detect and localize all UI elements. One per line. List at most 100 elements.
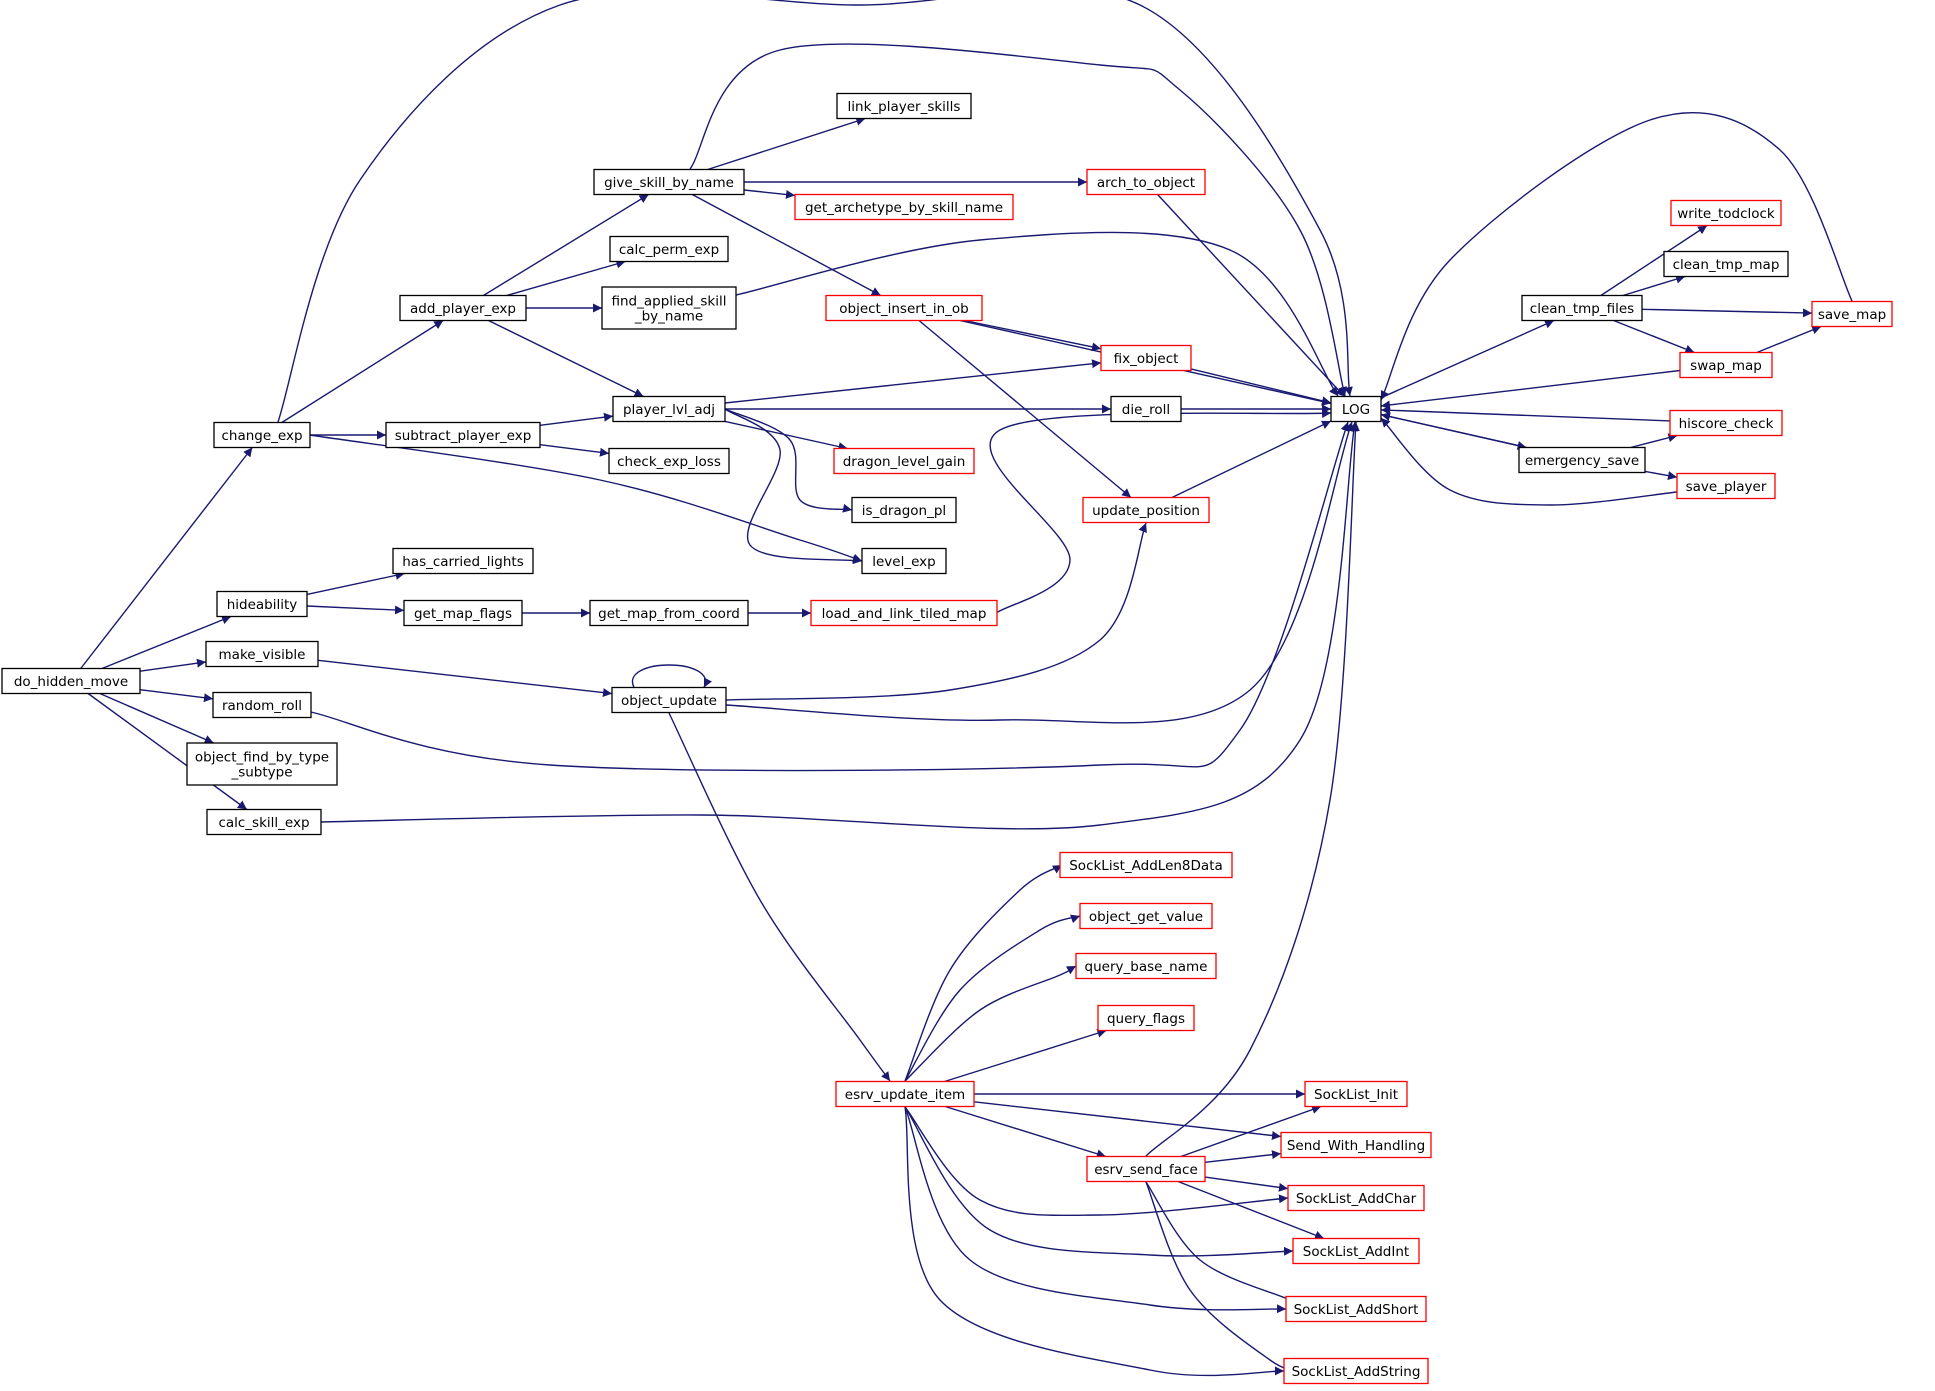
node-arch_to_object[interactable]: arch_to_object (1086, 168, 1206, 196)
node-box (612, 395, 726, 423)
node-label: save_player (1686, 479, 1767, 495)
edge-swap_map-to-LOG (1380, 369, 1681, 410)
node-label: do_hidden_move (14, 674, 128, 690)
node-SockList_AddInt[interactable]: SockList_AddInt (1292, 1237, 1420, 1265)
node-player_lvl_adj[interactable]: player_lvl_adj (612, 395, 726, 423)
node-random_roll[interactable]: random_roll (212, 691, 312, 719)
node-subtract_player_exp[interactable]: subtract_player_exp (385, 421, 541, 449)
node-SockList_AddChar[interactable]: SockList_AddChar (1287, 1184, 1425, 1212)
node-object_find_by_type_subtype[interactable]: object_find_by_type_subtype (186, 742, 338, 786)
node-box (1304, 1080, 1408, 1108)
node-dragon_level_gain[interactable]: dragon_level_gain (833, 447, 975, 475)
node-give_skill_by_name[interactable]: give_skill_by_name (593, 168, 745, 196)
node-save_player[interactable]: save_player (1676, 472, 1776, 500)
node-box (851, 496, 957, 524)
node-die_roll[interactable]: die_roll (1110, 395, 1182, 423)
node-Send_With_Handling[interactable]: Send_With_Handling (1280, 1131, 1432, 1159)
node-swap_map[interactable]: swap_map (1679, 351, 1773, 379)
node-add_player_exp[interactable]: add_player_exp (399, 294, 527, 322)
node-label: hiscore_check (1679, 416, 1774, 432)
node-emergency_save[interactable]: emergency_save (1518, 446, 1646, 474)
edge-hideability-to-has_carried_lights (306, 570, 405, 596)
node-write_todclock[interactable]: write_todclock (1670, 199, 1782, 227)
node-link_player_skills[interactable]: link_player_skills (836, 92, 972, 120)
node-is_dragon_pl[interactable]: is_dragon_pl (851, 496, 957, 524)
edge-object_update-to-update_position (725, 522, 1147, 701)
node-label: esrv_update_item (845, 1087, 965, 1103)
node-calc_skill_exp[interactable]: calc_skill_exp (206, 808, 322, 836)
node-clean_tmp_map[interactable]: clean_tmp_map (1663, 250, 1789, 278)
node-SockList_Init[interactable]: SockList_Init (1304, 1080, 1408, 1108)
node-label: save_map (1818, 307, 1886, 323)
edge-add_player_exp-to-player_lvl_adj (488, 319, 644, 398)
node-box (835, 1080, 975, 1108)
node-label: has_carried_lights (402, 554, 524, 570)
node-label: fix_object (1114, 351, 1179, 367)
edge-calc_skill_exp-to-LOG (320, 421, 1358, 830)
node-label: calc_skill_exp (218, 815, 309, 831)
node-box (1676, 472, 1776, 500)
node-hiscore_check[interactable]: hiscore_check (1669, 409, 1783, 437)
node-load_and_link_tiled_map[interactable]: load_and_link_tiled_map (810, 599, 998, 627)
edge-hideability-to-get_map_flags (306, 605, 405, 615)
node-label: player_lvl_adj (623, 402, 715, 418)
node-check_exp_loss[interactable]: check_exp_loss (608, 447, 730, 475)
node-change_exp[interactable]: change_exp (213, 421, 311, 449)
node-save_map[interactable]: save_map (1811, 300, 1893, 328)
node-find_applied_skill_by_name[interactable]: find_applied_skill_by_name (601, 286, 737, 330)
node-box (1679, 351, 1773, 379)
node-label: random_roll (222, 698, 302, 714)
node-SockList_AddShort[interactable]: SockList_AddShort (1285, 1295, 1427, 1323)
node-box (810, 599, 998, 627)
node-box (1097, 1004, 1195, 1032)
node-box (1079, 902, 1213, 930)
node-SockList_AddLen8Data[interactable]: SockList_AddLen8Data (1059, 851, 1233, 879)
node-do_hidden_move[interactable]: do_hidden_move (1, 667, 141, 695)
node-query_flags[interactable]: query_flags (1097, 1004, 1195, 1032)
edge-do_hidden_move-to-hideability (101, 615, 232, 670)
edge-esrv_update_item-to-query_flags (944, 1028, 1107, 1083)
node-label: SockList_AddString (1292, 1364, 1421, 1380)
node-label: _by_name (634, 309, 703, 325)
node-has_carried_lights[interactable]: has_carried_lights (392, 547, 534, 575)
node-box (392, 547, 534, 575)
node-label: dragon_level_gain (843, 454, 966, 470)
node-get_map_from_coord[interactable]: get_map_from_coord (589, 599, 749, 627)
node-esrv_update_item[interactable]: esrv_update_item (835, 1080, 975, 1108)
node-box (399, 294, 527, 322)
node-LOG[interactable]: LOG (1330, 395, 1382, 423)
node-box (1280, 1131, 1432, 1159)
node-label: esrv_send_face (1094, 1162, 1198, 1178)
node-level_exp[interactable]: level_exp (861, 547, 947, 575)
edge-object_update-to-esrv_update_item (668, 712, 891, 1082)
node-make_visible[interactable]: make_visible (205, 640, 319, 668)
node-object_insert_in_ob[interactable]: object_insert_in_ob (825, 294, 983, 322)
node-esrv_send_face[interactable]: esrv_send_face (1086, 1155, 1206, 1183)
node-box (213, 421, 311, 449)
node-box (186, 742, 338, 786)
node-object_update[interactable]: object_update (611, 686, 727, 714)
edge-do_hidden_move-to-change_exp (80, 447, 253, 669)
node-SockList_AddString[interactable]: SockList_AddString (1283, 1357, 1429, 1385)
edge-do_hidden_move-to-object_find_by_type_subtype (99, 692, 214, 744)
node-clean_tmp_files[interactable]: clean_tmp_files (1521, 294, 1643, 322)
edge-do_hidden_move-to-random_roll (139, 689, 214, 703)
node-label: subtract_player_exp (395, 428, 532, 444)
node-label: load_and_link_tiled_map (822, 606, 987, 622)
node-query_base_name[interactable]: query_base_name (1075, 952, 1217, 980)
node-calc_perm_exp[interactable]: calc_perm_exp (609, 235, 729, 263)
node-box (1086, 168, 1206, 196)
node-get_archetype_by_skill_name[interactable]: get_archetype_by_skill_name (794, 193, 1014, 221)
node-hideability[interactable]: hideability (216, 590, 308, 618)
node-label: SockList_AddShort (1294, 1302, 1419, 1318)
node-update_position[interactable]: update_position (1082, 496, 1210, 524)
edge-subtract_player_exp-to-check_exp_loss (539, 444, 610, 457)
node-box (611, 686, 727, 714)
node-object_get_value[interactable]: object_get_value (1079, 902, 1213, 930)
node-label: give_skill_by_name (604, 175, 734, 191)
node-fix_object[interactable]: fix_object (1100, 344, 1192, 372)
node-get_map_flags[interactable]: get_map_flags (403, 599, 523, 627)
node-box (403, 599, 523, 627)
node-label: SockList_AddLen8Data (1069, 858, 1223, 874)
edge-find_applied_skill_by_name-to-LOG (735, 231, 1339, 397)
